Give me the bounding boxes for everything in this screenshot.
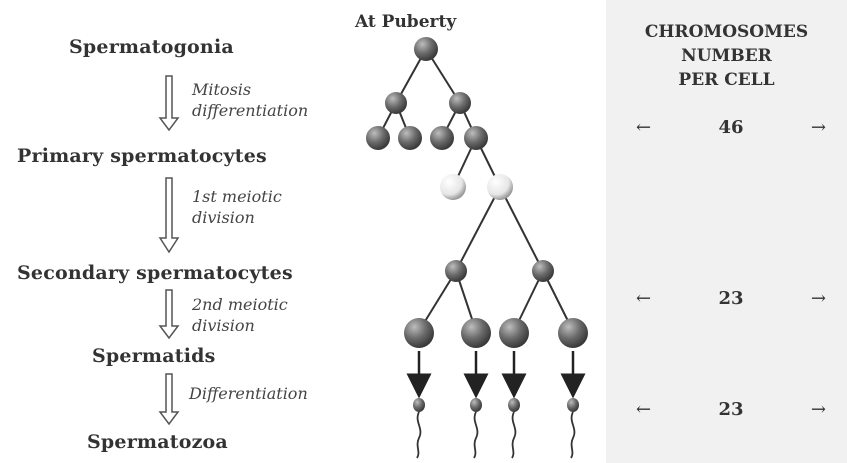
process-label-line: differentiation (192, 101, 309, 120)
chromosome-count: 23 (718, 398, 744, 420)
spermatogonium-cell (464, 126, 488, 150)
process-label-line: Differentiation (189, 384, 308, 403)
process-label-second-meiotic: 2nd meiotic division (192, 294, 288, 336)
chromosome-count-row: ← 23 → (636, 287, 826, 309)
chromosome-count: 46 (718, 116, 744, 138)
stage-label-primary-spermatocytes: Primary spermatocytes (17, 145, 267, 167)
spermatogonium-cell (430, 126, 454, 150)
right-arrow-icon: → (810, 287, 826, 309)
left-arrow-icon: ← (636, 116, 652, 138)
spermatogonium-cell (385, 92, 407, 114)
secondary-spermatocyte-cell (532, 260, 554, 282)
down-arrow-icon (158, 289, 180, 340)
left-arrow-icon: ← (636, 287, 652, 309)
chromosome-title-line: CHROMOSOMES (644, 22, 809, 42)
stage-label-spermatids: Spermatids (92, 345, 216, 367)
process-label-first-meiotic: 1st meiotic division (192, 186, 282, 228)
process-label-line: 2nd meiotic (192, 295, 288, 314)
stage-label-secondary-spermatocytes: Secondary spermatocytes (17, 262, 293, 284)
process-label-line: division (192, 208, 255, 227)
down-arrow-icon (158, 75, 180, 132)
down-arrow-icon (158, 373, 180, 426)
chromosome-count-row: ← 23 → (636, 398, 826, 420)
down-arrow-icon (158, 177, 180, 254)
stage-label-spermatogonia: Spermatogonia (69, 36, 234, 58)
process-label-differentiation: Differentiation (189, 383, 308, 404)
spermatozoon (470, 398, 482, 459)
spermatid-cell (499, 318, 529, 348)
secondary-spermatocyte-cell (445, 260, 467, 282)
chromosome-title-line: PER CELL (678, 70, 775, 90)
chromosome-count: 23 (718, 287, 744, 309)
spermatogonium-cell (449, 92, 471, 114)
spermatozoon (413, 398, 425, 459)
primary-spermatocyte-cell (487, 174, 513, 200)
spermatid-cell (558, 318, 588, 348)
left-arrow-icon: ← (636, 398, 652, 420)
chromosome-panel (606, 0, 847, 463)
right-arrow-icon: → (810, 116, 826, 138)
process-label-mitosis: Mitosis differentiation (192, 79, 308, 121)
right-arrow-icon: → (810, 398, 826, 420)
spermatid-cell (461, 318, 491, 348)
spermatozoon (508, 398, 520, 459)
process-label-line: Mitosis (192, 80, 252, 99)
spermatogonium-cell (414, 37, 438, 61)
process-label-line: division (192, 316, 255, 335)
spermatogonium-cell (398, 126, 422, 150)
chromosome-panel-title: CHROMOSOMES NUMBER PER CELL (606, 20, 847, 92)
primary-spermatocyte-cell (440, 174, 466, 200)
spermatozoon (567, 398, 579, 459)
chromosome-title-line: NUMBER (681, 46, 772, 66)
stage-label-spermatozoa: Spermatozoa (87, 431, 228, 453)
chromosome-count-row: ← 46 → (636, 116, 826, 138)
process-label-line: 1st meiotic (192, 187, 282, 206)
spermatid-cell (404, 318, 434, 348)
heading-at-puberty: At Puberty (355, 12, 457, 32)
tree-branches (377, 48, 574, 332)
spermatogonium-cell (366, 126, 390, 150)
differentiation-arrows (406, 351, 586, 399)
